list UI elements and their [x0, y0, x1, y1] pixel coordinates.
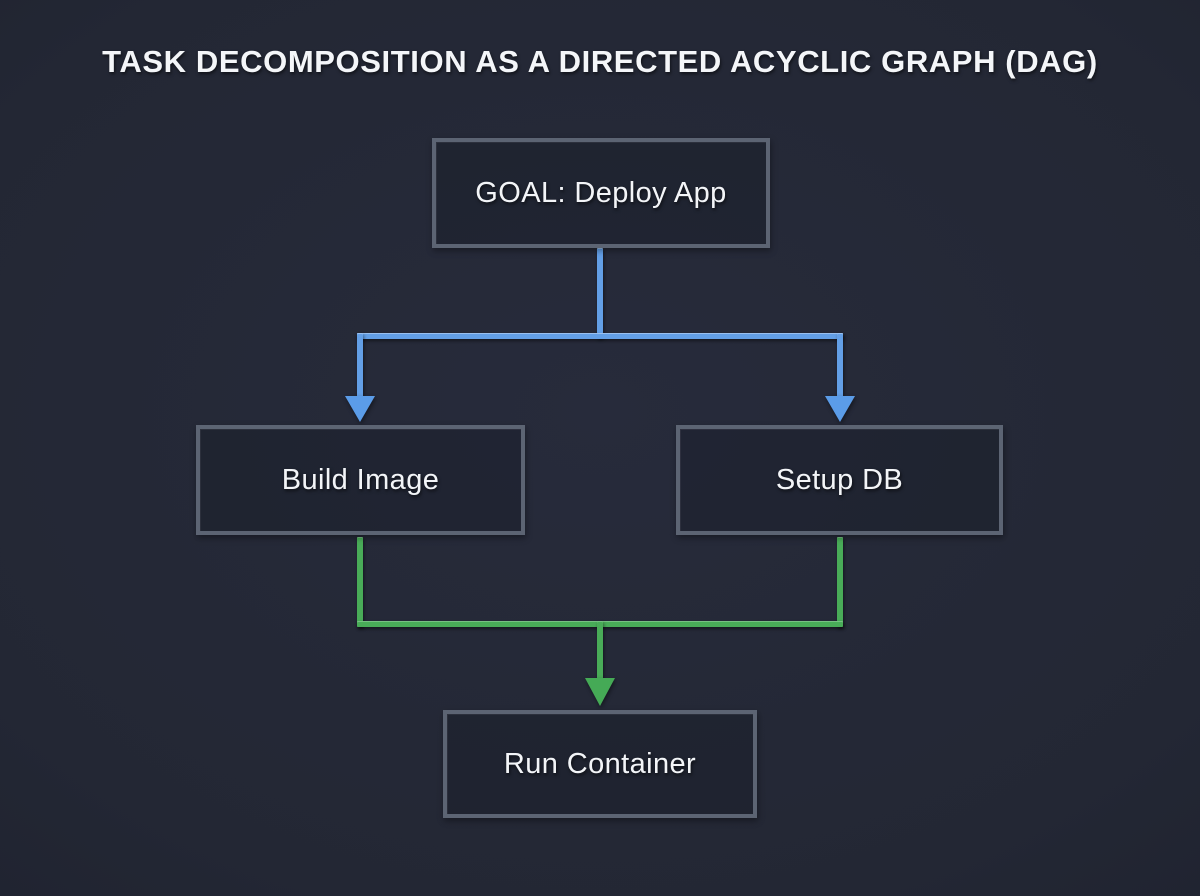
node-goal-label: GOAL: Deploy App [475, 176, 727, 209]
diagram-title: TASK DECOMPOSITION AS A DIRECTED ACYCLIC… [102, 44, 1098, 79]
node-run-container: Run Container [443, 710, 757, 818]
node-build-image: Build Image [196, 425, 525, 535]
node-build-image-label: Build Image [281, 463, 440, 496]
node-setup-db-label: Setup DB [775, 463, 904, 496]
edge-setup-to-join [837, 537, 843, 627]
edge-goal-stem [597, 248, 603, 338]
edge-goal-to-build [357, 333, 363, 397]
node-setup-db: Setup DB [676, 425, 1003, 535]
node-run-container-label: Run Container [503, 747, 697, 780]
arrowhead-build-icon [345, 396, 375, 422]
edge-goal-branch-bar [357, 333, 843, 339]
edge-build-to-join [357, 537, 363, 627]
arrowhead-setup-icon [825, 396, 855, 422]
edge-goal-to-setup [837, 333, 843, 397]
edge-join-to-run [597, 621, 603, 679]
node-goal: GOAL: Deploy App [432, 138, 770, 248]
arrowhead-run-icon [585, 678, 615, 706]
